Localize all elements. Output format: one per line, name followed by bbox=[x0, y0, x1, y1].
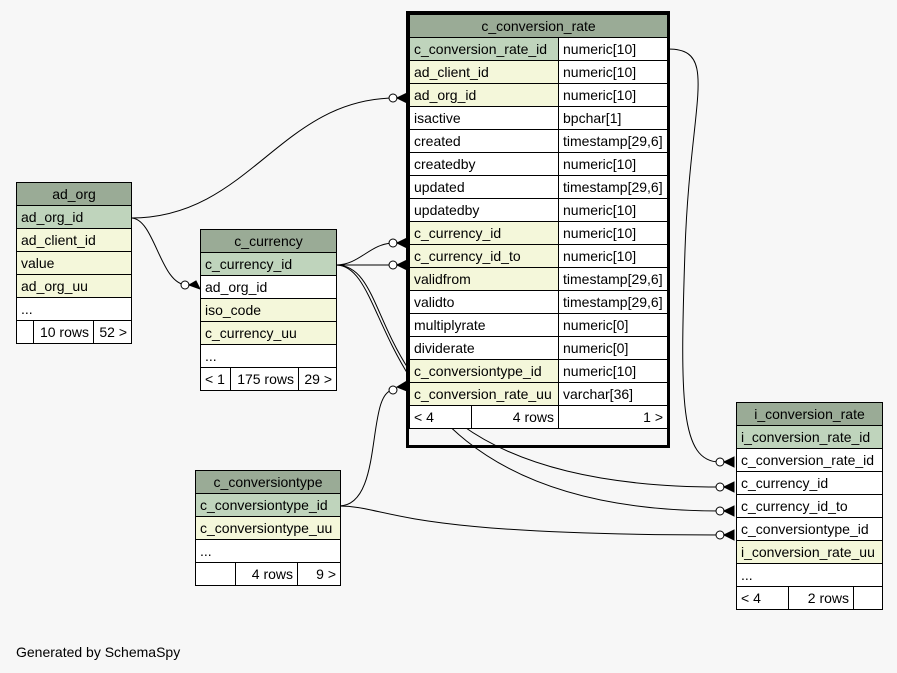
edge-conversion-rate-to-i-conversion-rate bbox=[667, 48, 721, 463]
footer-parents bbox=[16, 320, 34, 344]
footer-children: 1 > bbox=[557, 405, 669, 429]
column-type: timestamp[29,6] bbox=[557, 267, 669, 291]
edge-conversiontype-to-conversion-rate bbox=[338, 389, 395, 507]
table-c-conversiontype: c_conversiontype c_conversiontype_id c_c… bbox=[194, 470, 342, 586]
edge-end-circle bbox=[388, 385, 398, 395]
column-type: numeric[0] bbox=[557, 313, 669, 337]
table-i-conversion-rate: i_conversion_rate i_conversion_rate_id c… bbox=[735, 402, 884, 610]
edge-end-circle bbox=[715, 482, 725, 492]
footer-children bbox=[852, 586, 884, 610]
column-type: numeric[10] bbox=[557, 198, 669, 222]
footer-children: 9 > bbox=[296, 562, 342, 586]
column-name[interactable]: ad_client_id bbox=[16, 228, 132, 252]
column-name[interactable]: c_conversion_rate_uu bbox=[409, 382, 559, 406]
column-name[interactable]: c_currency_id bbox=[199, 252, 338, 276]
column-name[interactable]: c_conversiontype_id bbox=[409, 359, 559, 383]
column-name[interactable]: ad_org_id bbox=[199, 275, 338, 299]
column-name[interactable]: c_conversion_rate_id bbox=[409, 37, 559, 61]
column-name[interactable]: updatedby bbox=[409, 198, 559, 222]
column-type: numeric[10] bbox=[557, 152, 669, 176]
edge-end-circle bbox=[715, 530, 725, 540]
column-name[interactable]: createdby bbox=[409, 152, 559, 176]
column-type: numeric[10] bbox=[557, 221, 669, 245]
column-name[interactable]: multiplyrate bbox=[409, 313, 559, 337]
column-name[interactable]: ad_org_uu bbox=[16, 274, 132, 298]
edge-end-circle bbox=[715, 506, 725, 516]
column-type: numeric[10] bbox=[557, 60, 669, 84]
edge-end-circle bbox=[388, 93, 398, 103]
column-type: numeric[10] bbox=[557, 37, 669, 61]
column-name[interactable]: ad_org_id bbox=[16, 205, 132, 229]
column-name[interactable]: isactive bbox=[409, 106, 559, 130]
column-name: ... bbox=[194, 539, 342, 563]
column-name[interactable]: ad_client_id bbox=[409, 60, 559, 84]
footer-children: 29 > bbox=[297, 367, 338, 391]
column-type: varchar[36] bbox=[557, 382, 669, 406]
column-type: numeric[10] bbox=[557, 359, 669, 383]
column-name[interactable]: c_conversiontype_uu bbox=[194, 516, 342, 540]
table-title[interactable]: ad_org bbox=[16, 182, 132, 206]
footer-rows: 10 rows bbox=[33, 320, 94, 344]
column-name[interactable]: c_conversion_rate_id bbox=[735, 448, 884, 472]
edge-end-circle bbox=[388, 238, 398, 248]
column-name: ... bbox=[16, 297, 132, 321]
table-title[interactable]: c_currency bbox=[199, 229, 338, 253]
column-name[interactable]: c_currency_id_to bbox=[735, 494, 884, 518]
column-name[interactable]: c_currency_id bbox=[735, 471, 884, 495]
table-ad-org: ad_org ad_org_id ad_client_id value ad_o… bbox=[16, 182, 132, 344]
footer-parents: < 1 bbox=[200, 367, 231, 391]
column-name[interactable]: dividerate bbox=[409, 336, 559, 360]
footer-parents bbox=[195, 562, 236, 586]
edge-crowfoot bbox=[722, 456, 735, 468]
edge-currency-to-conversion-rate-currency bbox=[335, 242, 395, 266]
column-type: timestamp[29,6] bbox=[557, 175, 669, 199]
edge-end-circle bbox=[388, 260, 398, 270]
footer-rows: 4 rows bbox=[235, 562, 298, 586]
table-title[interactable]: c_conversion_rate bbox=[408, 14, 669, 38]
column-name: ... bbox=[735, 563, 884, 587]
column-type: timestamp[29,6] bbox=[557, 129, 669, 153]
column-name[interactable]: i_conversion_rate_id bbox=[735, 425, 884, 449]
table-title[interactable]: c_conversiontype bbox=[194, 470, 342, 494]
column-name[interactable]: updated bbox=[409, 175, 559, 199]
column-name[interactable]: validto bbox=[409, 290, 559, 314]
column-name[interactable]: ad_org_id bbox=[409, 83, 559, 107]
edge-conversiontype-to-i-conversion-rate bbox=[338, 505, 721, 536]
edge-ad-org-to-conversion-rate bbox=[130, 97, 397, 219]
footer-parents: < 4 bbox=[736, 586, 789, 610]
column-type: numeric[10] bbox=[557, 83, 669, 107]
column-name[interactable]: value bbox=[16, 251, 132, 275]
column-name[interactable]: c_currency_uu bbox=[199, 321, 338, 345]
column-name[interactable]: validfrom bbox=[409, 267, 559, 291]
column-name[interactable]: iso_code bbox=[199, 298, 338, 322]
column-name[interactable]: i_conversion_rate_uu bbox=[735, 540, 884, 564]
generated-by-label: Generated by SchemaSpy bbox=[16, 644, 181, 660]
edge-crowfoot bbox=[722, 505, 735, 517]
edge-crowfoot bbox=[722, 529, 735, 541]
footer-rows: 175 rows bbox=[230, 367, 299, 391]
column-name[interactable]: c_conversiontype_id bbox=[735, 517, 884, 541]
edge-ad-org-to-currency bbox=[130, 217, 188, 286]
edge-end-circle bbox=[180, 280, 190, 290]
column-type: bpchar[1] bbox=[557, 106, 669, 130]
footer-parents: < 4 bbox=[409, 405, 472, 429]
footer-rows: 4 rows bbox=[471, 405, 559, 429]
column-type: numeric[10] bbox=[557, 244, 669, 268]
column-name[interactable]: c_currency_id bbox=[409, 221, 559, 245]
column-type: numeric[0] bbox=[557, 336, 669, 360]
footer-rows: 2 rows bbox=[788, 586, 854, 610]
edge-end-circle bbox=[715, 457, 725, 467]
table-c-currency: c_currency c_currency_id ad_org_id iso_c… bbox=[199, 229, 338, 391]
table-title[interactable]: i_conversion_rate bbox=[735, 402, 884, 426]
column-name[interactable]: created bbox=[409, 129, 559, 153]
focus-table-border bbox=[406, 11, 670, 448]
column-name[interactable]: c_conversiontype_id bbox=[194, 493, 342, 517]
footer-children: 52 > bbox=[93, 320, 132, 344]
edge-crowfoot bbox=[187, 280, 202, 290]
edge-crowfoot bbox=[722, 481, 735, 493]
column-name[interactable]: c_currency_id_to bbox=[409, 244, 559, 268]
column-type: timestamp[29,6] bbox=[557, 290, 669, 314]
column-name: ... bbox=[199, 344, 338, 368]
